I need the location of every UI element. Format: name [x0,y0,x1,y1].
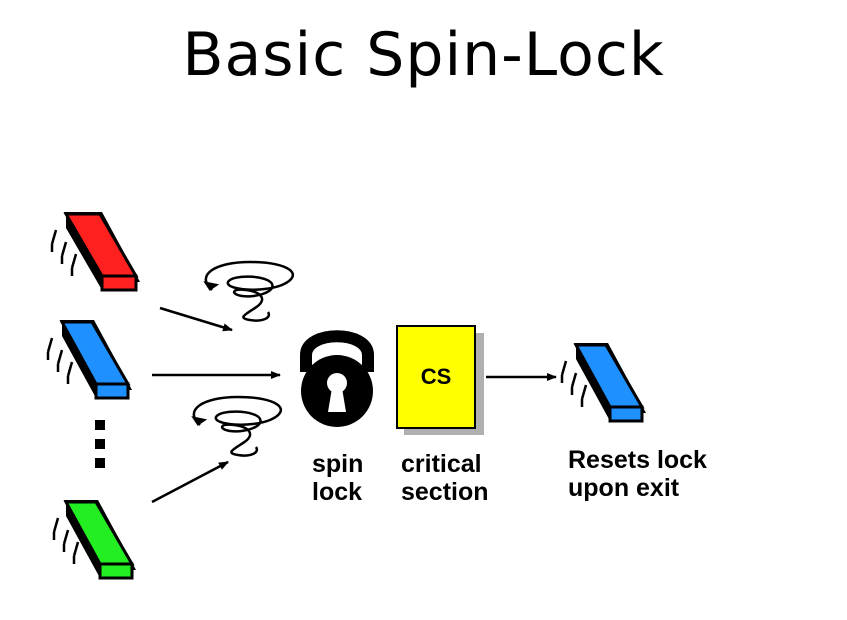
critical-section-box: CS [396,325,484,435]
red-processor-icon [50,212,140,292]
exiting-processor-icon [560,343,646,423]
arrow-green-to-lock [151,460,229,504]
slide-title: Basic Spin-Lock [182,20,665,90]
padlock-icon [300,330,374,427]
spin-lock-label-line2: lock [312,478,363,506]
exit-label: Resets lock upon exit [568,446,707,502]
exit-label-line2: upon exit [568,474,680,502]
green-processor-icon [52,500,136,580]
spin-swirl-icon-bottom [191,395,283,457]
spin-swirl-icon-top [203,260,295,322]
spin-lock-label-line1: spin [312,450,364,478]
arrow-red-to-lock [159,306,233,332]
critical-section-label-line1: critical [401,450,482,478]
exit-label-line1: Resets lock [568,446,707,474]
critical-section-label-line2: section [401,478,489,506]
vertical-ellipsis-icon [95,420,105,468]
critical-section-label: critical section [401,450,489,506]
blue-processor-icon [46,320,132,400]
cs-box-text: CS [421,364,452,389]
spin-lock-label: spin lock [312,450,363,506]
